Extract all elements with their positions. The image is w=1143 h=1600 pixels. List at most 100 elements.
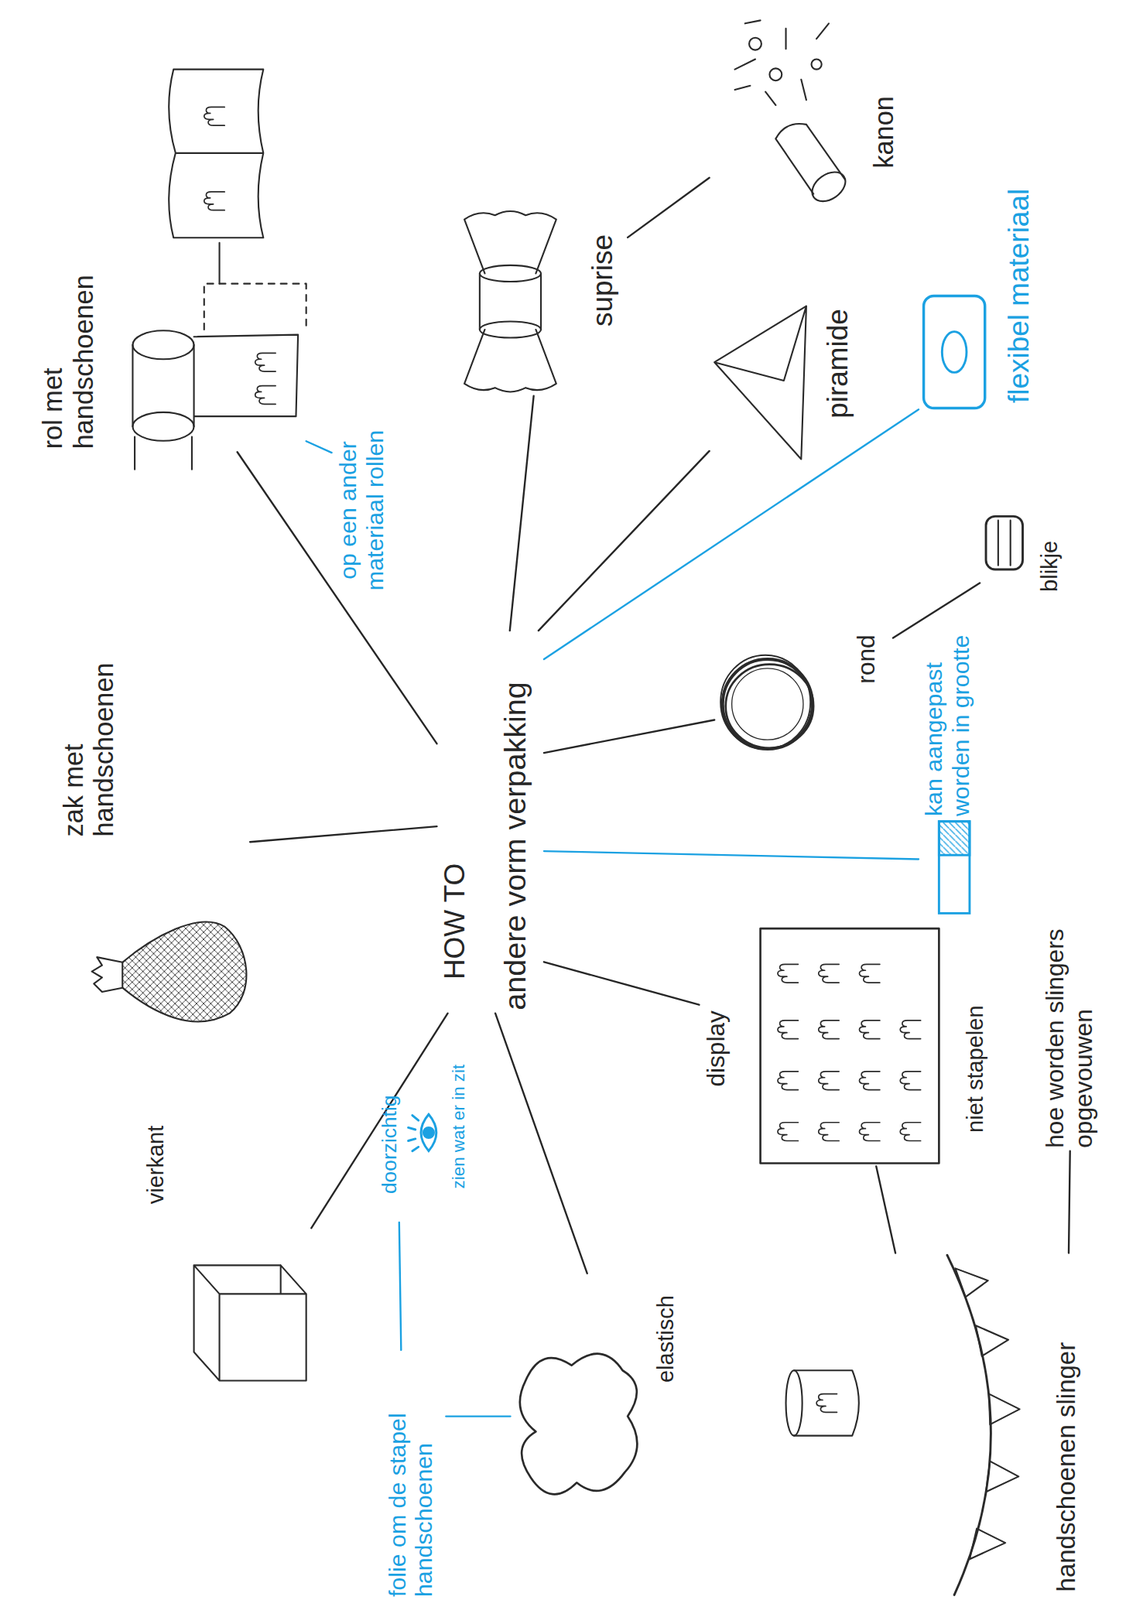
node-text: HOW TO — [438, 863, 472, 980]
mindmap-node: handschoenen slinger — [775, 1253, 1092, 1600]
roll-sketch — [132, 335, 298, 470]
branch-line — [538, 451, 710, 631]
glove-icon — [204, 191, 225, 211]
glove-icon — [777, 1071, 798, 1091]
branch-line — [445, 1415, 510, 1417]
glove-icon — [204, 106, 225, 126]
node-text: op een ander materiaal rollen — [335, 418, 390, 603]
glove-icon — [858, 964, 880, 983]
leader-line — [219, 242, 221, 285]
branch-line — [544, 719, 715, 753]
branch-line — [544, 961, 699, 1005]
elastic-blob — [520, 1354, 638, 1496]
mindmap-node: op een ander materiaal rollen — [331, 416, 447, 606]
glove-icon — [816, 1394, 837, 1414]
tube-sketch — [793, 1370, 859, 1436]
node-text: elastisch — [653, 1295, 679, 1383]
mindmap-node: vierkant — [143, 1105, 312, 1397]
node-text: blikje — [1036, 540, 1063, 593]
circle-sketch — [732, 668, 804, 740]
roll-sheet-outline — [204, 284, 307, 330]
node-text: suprise — [586, 234, 620, 327]
glove-icon — [900, 1122, 921, 1142]
cube-sketch — [194, 1265, 307, 1381]
glove-icon — [900, 1071, 921, 1091]
roll-end — [132, 330, 194, 360]
ink-sketches — [92, 20, 1024, 1595]
bag-tie — [92, 957, 124, 993]
mindmap-node: flexibel materiaal — [918, 125, 1041, 411]
burst-mark — [769, 68, 782, 81]
node-text: vierkant — [143, 1125, 169, 1205]
eye-pupil — [423, 1127, 434, 1138]
flexible-box-sketch — [941, 331, 967, 374]
mindmap-node: blikje — [979, 513, 1072, 596]
mindmap-node: suprise — [458, 201, 628, 397]
burst-mark — [811, 58, 822, 69]
size-box-hatch — [938, 821, 970, 856]
flexible-box-sketch — [923, 295, 986, 408]
circle-sketch — [725, 664, 814, 749]
branch-line — [495, 1013, 588, 1274]
candy-sketch — [479, 321, 541, 338]
tin-sketch — [998, 520, 1011, 566]
eye-icon — [408, 1114, 437, 1151]
branch-line — [627, 177, 710, 238]
mindmap-node: doorzichtig zien wat er in zit — [377, 1054, 516, 1223]
glove-icon — [255, 352, 276, 372]
mindmap-node: rol met handschoenen — [35, 258, 307, 453]
branch-line — [876, 1166, 896, 1253]
node-text: hoe worden slingers opgevouwen — [1040, 880, 1098, 1149]
circle-sketch — [722, 659, 813, 750]
candy-sketch — [479, 265, 541, 282]
glove-icon — [858, 1020, 880, 1040]
tube-sketch — [786, 1370, 803, 1436]
glove-icon — [255, 386, 276, 405]
node-text: doorzichtig — [377, 1095, 401, 1195]
branch-line — [893, 583, 980, 639]
circle-sketch — [720, 655, 811, 750]
glove-icon — [818, 1071, 839, 1091]
branch-line — [1068, 1151, 1071, 1254]
node-text: kanon — [869, 95, 901, 168]
mindmap-node: hoe worden slingers opgevouwen — [1040, 883, 1105, 1152]
glove-icon — [777, 1122, 798, 1142]
burst-mark — [749, 37, 762, 51]
cannon-sketch — [775, 123, 846, 195]
glove-icon — [900, 1020, 921, 1040]
cannon-opening — [806, 166, 851, 208]
node-text: handschoenen slinger — [1050, 1342, 1081, 1593]
glove-icon — [818, 1122, 839, 1142]
garland-flags — [954, 1268, 1020, 1560]
roll-end — [132, 412, 194, 442]
branch-line — [306, 441, 332, 453]
branch-line — [544, 409, 919, 660]
glove-icon — [858, 1071, 880, 1091]
node-text: display — [701, 1010, 730, 1088]
node-text: rond — [852, 634, 880, 684]
node-text: zien wat er in zit — [448, 1056, 469, 1189]
mindmap-node: elastisch — [509, 1273, 689, 1504]
node-text: rol met handschoenen — [38, 265, 100, 449]
blue-sketches — [408, 295, 986, 1151]
node-text: niet stapelen — [962, 1005, 989, 1133]
node-text: folie om de stapel handschoenen — [383, 1347, 439, 1598]
mindmap-node: zak met handschoenen — [56, 666, 251, 1034]
branch-line — [249, 826, 437, 842]
glove-icon — [777, 964, 798, 983]
node-text: piramide — [821, 308, 855, 419]
mindmap-node: rond — [714, 630, 894, 759]
node-text: andere vorm verpakking — [498, 681, 534, 1010]
size-box-sketch — [938, 821, 970, 914]
branch-line — [509, 396, 534, 631]
mindmap-node: kan aangepast worden in grootte — [918, 636, 1011, 918]
mindmap-node: piramide — [709, 273, 868, 462]
pyramid-sketch — [714, 306, 807, 460]
book-sketch — [168, 69, 264, 239]
mindmap-node: kanon — [709, 8, 909, 203]
branch-line — [544, 851, 919, 859]
tin-sketch — [985, 516, 1023, 570]
glove-icon — [818, 964, 839, 983]
branch-line — [311, 1013, 448, 1229]
